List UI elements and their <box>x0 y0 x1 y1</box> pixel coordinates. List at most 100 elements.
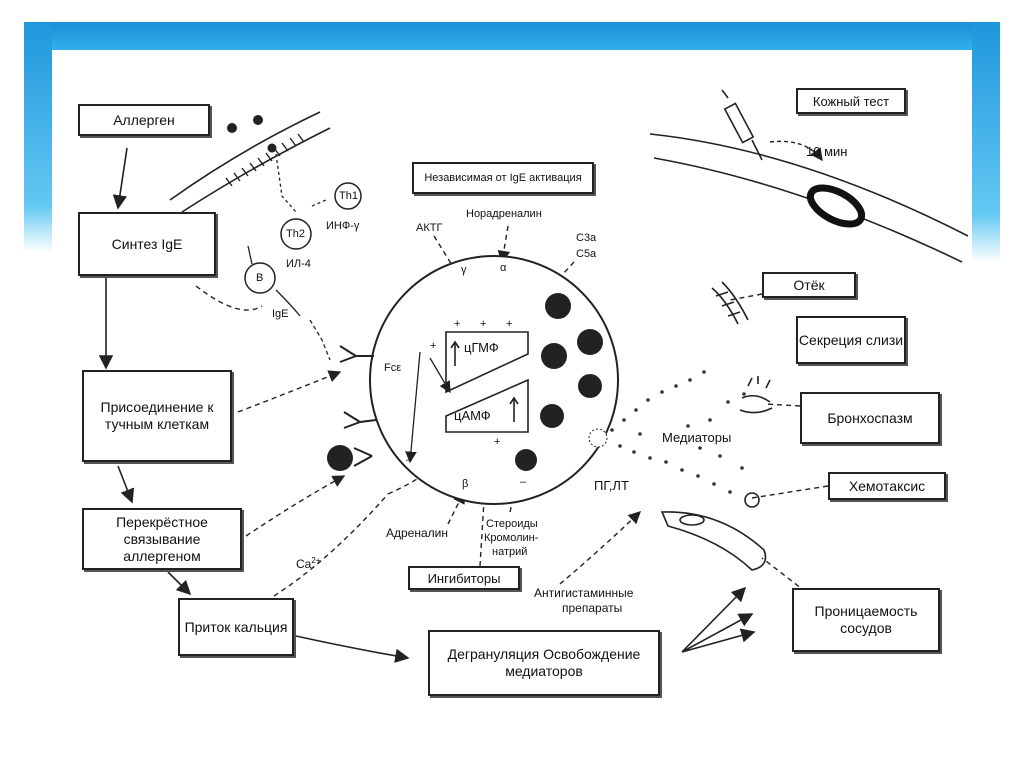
granules <box>327 293 603 471</box>
attachment-box: Присоединение к тучным клеткам <box>82 370 232 462</box>
sodium-label: натрий <box>492 546 528 558</box>
c3a-label: C3a <box>576 232 597 244</box>
cross-linking-text: Перекрёстное связывание аллергеном <box>116 513 208 564</box>
cell-internal-arrows <box>405 351 451 464</box>
th1-cell <box>334 182 362 210</box>
degranulation-text: Дегрануляция Освобождение медиаторов <box>447 646 641 679</box>
dashed-chemotaxis <box>751 485 829 499</box>
ca-label: Ca2+ <box>296 556 320 571</box>
b-cell <box>244 262 276 294</box>
membrane-left <box>169 111 331 213</box>
calcium-influx-box: Приток кальция <box>178 598 294 656</box>
arrow-fan-2 <box>681 613 754 653</box>
gamma-label: γ <box>461 264 467 276</box>
dashed-attachment-to-receptor <box>237 370 342 413</box>
ca-superscript: 2+ <box>311 556 321 565</box>
fce-label: Fcε <box>384 362 402 374</box>
cromolyn-label: Кромолин- <box>484 532 539 544</box>
c5a-label: C5a <box>576 248 597 260</box>
edema-icon <box>711 281 749 325</box>
mediators-label: Медиаторы <box>662 430 732 445</box>
th2-cell <box>280 218 312 250</box>
allergen-text: Аллерген <box>113 111 175 128</box>
plus-5: + <box>494 436 501 448</box>
ige-synthesis-text: Синтез IgE <box>111 235 183 252</box>
plus-4: + <box>430 340 437 352</box>
preparations-label: препараты <box>562 601 623 615</box>
ten-min-label: 10 мин <box>806 144 848 159</box>
dashed-bronchospasm <box>765 403 801 407</box>
mucus-text: Секреция слизи <box>798 331 904 348</box>
skin-layers <box>649 133 969 263</box>
allergen-box: Аллерген <box>78 104 210 136</box>
membrane-receptors <box>225 133 305 187</box>
calcium-influx-text: Приток кальция <box>184 618 288 635</box>
plus-2: + <box>480 318 487 330</box>
chemotaxis-text: Хемотаксис <box>848 477 926 494</box>
inhibitors-box: Ингибиторы <box>408 566 520 590</box>
bronchospasm-text: Бронхоспазм <box>827 409 913 426</box>
bronchospasm-box: Бронхоспазм <box>800 392 940 444</box>
cross-linking-box: Перекрёстное связывание аллергеном <box>82 508 242 570</box>
vessel-icon <box>660 492 767 571</box>
dashed-antihistamine <box>559 511 642 585</box>
ca-text: Ca <box>296 557 312 571</box>
noradrenaline-label: Норадреналин <box>466 208 542 220</box>
arrow-allergen-to-synthesis <box>112 147 128 210</box>
skin-test-box: Кожный тест <box>796 88 906 114</box>
b-cell-label: B <box>256 272 264 284</box>
skin-test-text: Кожный тест <box>812 93 890 109</box>
cgmp-panel <box>445 331 529 394</box>
slide-frame-top <box>24 22 1000 50</box>
bronchus-icon <box>739 376 773 414</box>
camp-panel <box>445 378 529 433</box>
camp-label: цАМФ <box>454 408 491 423</box>
th2-label: Th2 <box>286 228 305 240</box>
dashed-permeability <box>761 557 807 593</box>
fce-receptors <box>339 345 377 467</box>
dashed-crosslink-to-cell <box>245 475 346 537</box>
slide-frame-right <box>972 22 1000 262</box>
arrow-calcium-to-degranulation <box>295 635 410 663</box>
up-arrows <box>450 340 519 422</box>
plus-3: + <box>506 318 513 330</box>
minus-2: – <box>520 476 527 488</box>
mucus-box: Секреция слизи <box>796 316 906 364</box>
slide-frame-left <box>24 22 52 252</box>
releasing-granule <box>588 428 608 448</box>
adrenaline-label: Адреналин <box>386 526 448 540</box>
syringe-icon <box>721 89 763 161</box>
dashed-calcium <box>273 493 389 597</box>
inf-label: ИНФ-γ <box>326 220 360 232</box>
ige-independent-box: Независимая от IgE активация <box>412 162 594 194</box>
allergen-dots <box>227 115 277 153</box>
beta-label: β <box>462 478 469 490</box>
alpha-label: α <box>500 262 507 274</box>
antigen-path <box>275 153 327 213</box>
attachment-text: Присоединение к тучным клеткам <box>100 399 214 432</box>
inhibitors-text: Ингибиторы <box>427 570 501 586</box>
dashed-synthesis-to-ige <box>195 285 263 311</box>
wheal-icon <box>806 184 866 228</box>
cell-links <box>247 245 331 361</box>
actg-label: АКТГ <box>416 222 443 234</box>
plus-1: + <box>454 318 461 330</box>
edema-box: Отёк <box>762 272 856 298</box>
permeability-text: Проницаемость сосудов <box>814 603 918 636</box>
mediator-dots <box>610 370 746 494</box>
ige-label: IgE <box>272 308 289 320</box>
th1-label: Th1 <box>339 190 358 202</box>
antihistamine-label: Антигистаминные <box>534 586 634 600</box>
arrow-attachment-to-crosslink <box>117 465 135 504</box>
ige-independent-text: Независимая от IgE активация <box>424 172 582 184</box>
arrow-fan-1 <box>681 586 747 653</box>
minus-1: – <box>406 454 413 466</box>
skin-arrow <box>769 140 823 162</box>
il4-label: ИЛ-4 <box>286 258 311 270</box>
arrow-fan-3 <box>681 628 756 653</box>
edema-text: Отёк <box>793 276 825 293</box>
steroids-label: Стероиды <box>486 518 538 530</box>
permeability-box: Проницаемость сосудов <box>792 588 940 652</box>
pg-lt-label: ПГ,ЛТ <box>594 478 629 493</box>
